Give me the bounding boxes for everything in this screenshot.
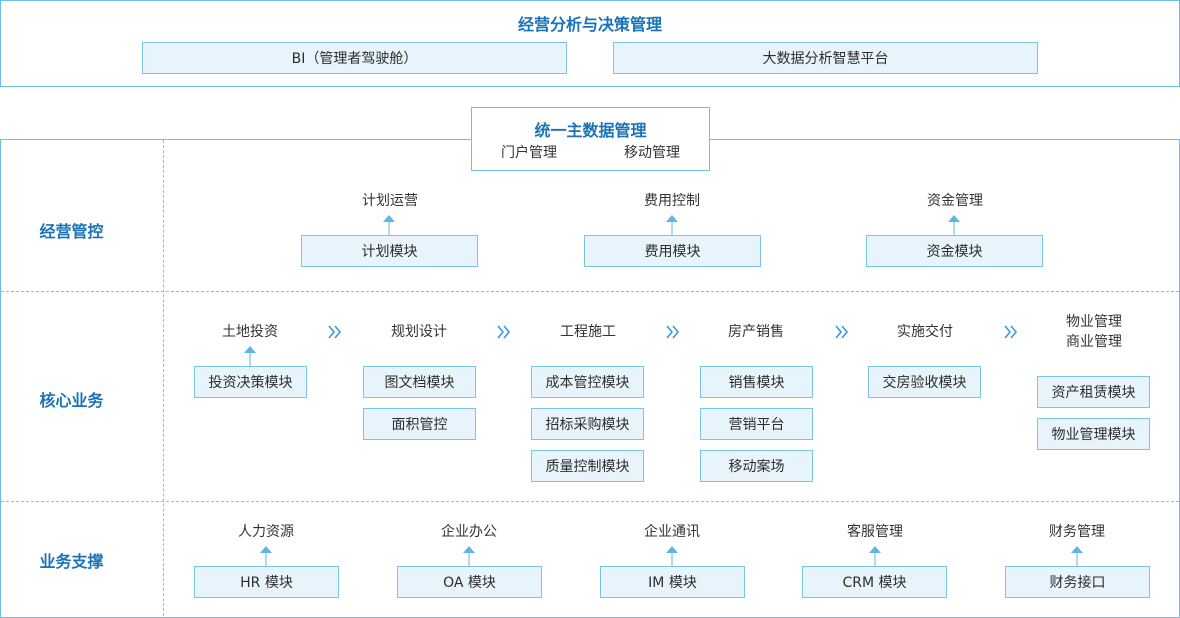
- arrow-up-icon: [244, 346, 256, 366]
- arrow-up-icon: [869, 546, 881, 566]
- plan-module-box: 计划模块: [301, 235, 478, 267]
- double-chevron-right-icon: [666, 325, 680, 339]
- double-chevron-right-icon: [497, 325, 511, 339]
- im-module-box: IM 模块: [600, 566, 745, 598]
- heading-planning-design: 规划设计: [391, 324, 447, 340]
- finance-interface-box: 财务接口: [1005, 566, 1150, 598]
- oa-module-box: OA 模块: [397, 566, 542, 598]
- document-module-box: 图文档模块: [363, 366, 476, 398]
- bi-cockpit-box: BI（管理者驾驶舱）: [142, 42, 567, 74]
- heading-cost-control: 费用控制: [644, 193, 700, 209]
- asset-leasing-module-box: 资产租赁模块: [1037, 376, 1150, 408]
- heading-human-resources: 人力资源: [238, 524, 294, 540]
- area-control-box: 面积管控: [363, 408, 476, 440]
- unified-master-data-box: [471, 107, 710, 171]
- row-label-core: 核心业务: [39, 391, 104, 410]
- heading-property-management: 物业管理: [1066, 314, 1122, 330]
- mobile-management-label: 移动管理: [624, 145, 680, 161]
- arrow-up-icon: [666, 215, 678, 235]
- heading-property-sales: 房产销售: [728, 324, 784, 340]
- row-divider-1: [1, 291, 1179, 292]
- arrow-up-icon: [463, 546, 475, 566]
- heading-land-investment: 土地投资: [222, 324, 278, 340]
- quality-control-module-box: 质量控制模块: [531, 450, 644, 482]
- heading-finance-management: 财务管理: [1049, 524, 1105, 540]
- crm-module-box: CRM 模块: [802, 566, 947, 598]
- double-chevron-right-icon: [1004, 325, 1018, 339]
- heading-construction: 工程施工: [560, 324, 616, 340]
- marketing-platform-box: 营销平台: [700, 408, 813, 440]
- big-data-platform-box: 大数据分析智慧平台: [613, 42, 1038, 74]
- fund-module-box: 资金模块: [866, 235, 1043, 267]
- heading-delivery: 实施交付: [897, 324, 953, 340]
- arrow-up-icon: [260, 546, 272, 566]
- arrow-up-icon: [383, 215, 395, 235]
- investment-decision-module-box: 投资决策模块: [194, 366, 307, 398]
- expense-module-box: 费用模块: [584, 235, 761, 267]
- unified-master-data-title: 统一主数据管理: [534, 121, 647, 140]
- heading-plan-operation: 计划运营: [362, 193, 418, 209]
- heading-enterprise-communication: 企业通讯: [644, 524, 700, 540]
- heading-fund-management: 资金管理: [927, 193, 983, 209]
- heading-commercial-management: 商业管理: [1066, 334, 1122, 350]
- arrow-up-icon: [666, 546, 678, 566]
- sales-module-box: 销售模块: [700, 366, 813, 398]
- portal-management-label: 门户管理: [501, 145, 557, 161]
- label-column-divider: [163, 140, 164, 616]
- property-management-module-box: 物业管理模块: [1037, 418, 1150, 450]
- row-label-support: 业务支撑: [39, 552, 104, 571]
- analysis-decision-title: 经营分析与决策管理: [517, 15, 662, 34]
- arrow-up-icon: [1071, 546, 1083, 566]
- bidding-procurement-module-box: 招标采购模块: [531, 408, 644, 440]
- hr-module-box: HR 模块: [194, 566, 339, 598]
- cost-control-module-box: 成本管控模块: [531, 366, 644, 398]
- row-label-operation: 经营管控: [39, 222, 104, 241]
- mobile-sales-site-box: 移动案场: [700, 450, 813, 482]
- row-divider-2: [1, 501, 1179, 502]
- heading-enterprise-office: 企业办公: [441, 524, 497, 540]
- double-chevron-right-icon: [835, 325, 849, 339]
- arrow-up-icon: [948, 215, 960, 235]
- handover-inspection-module-box: 交房验收模块: [868, 366, 981, 398]
- double-chevron-right-icon: [328, 325, 342, 339]
- heading-customer-service: 客服管理: [847, 524, 903, 540]
